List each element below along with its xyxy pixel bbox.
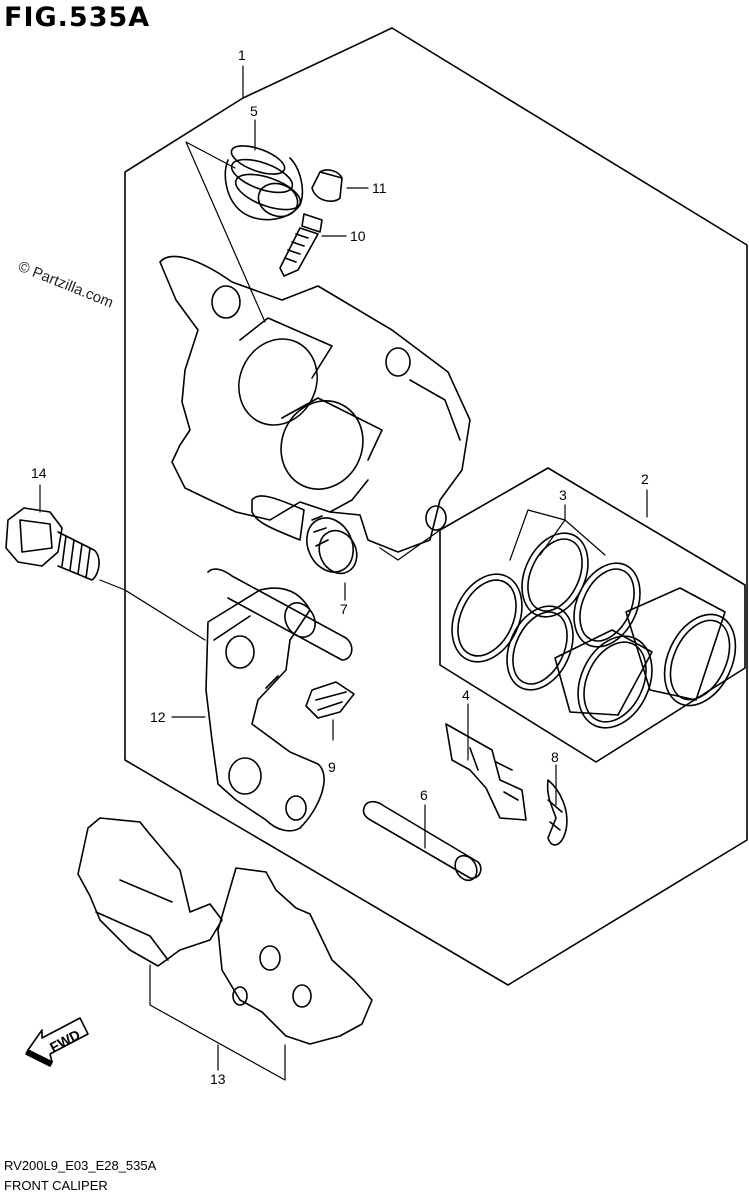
callout-14: 14	[31, 465, 47, 481]
bleeder-cap-part	[311, 169, 343, 202]
figure-title: FIG.535A	[4, 2, 151, 33]
diagram-name: FRONT CALIPER	[4, 1178, 108, 1193]
diagram-code: RV200L9_E03_E28_535A	[4, 1158, 157, 1173]
caliper-assembly-outline	[124, 27, 748, 986]
callout-8: 8	[551, 749, 559, 765]
callout-5: 5	[250, 103, 258, 119]
callout-4: 4	[462, 687, 470, 703]
callout-10: 10	[350, 228, 366, 244]
callout-9: 9	[328, 759, 336, 775]
guide-pin-part	[251, 495, 358, 575]
forward-direction-arrow: FWD	[25, 1017, 89, 1067]
callout-13: 13	[210, 1071, 226, 1087]
caliper-body	[159, 255, 471, 553]
callout-6: 6	[420, 787, 428, 803]
callout-3: 3	[559, 487, 567, 503]
piston-kit-outline	[439, 467, 746, 763]
mounting-bolt-part	[5, 507, 100, 581]
boot-part	[224, 145, 304, 221]
pad-retainer-part	[445, 723, 527, 821]
brake-pads-part	[77, 817, 373, 1045]
caliper-bracket-part	[205, 587, 325, 832]
bleeder-screw-part	[279, 213, 323, 277]
callout-2: 2	[641, 471, 649, 487]
piston-seals	[451, 532, 641, 691]
pistons	[554, 587, 737, 729]
slide-pin-part	[207, 568, 353, 661]
guide-lines	[99, 141, 441, 641]
callout-12: 12	[150, 709, 166, 725]
pad-spring-part	[305, 681, 355, 719]
callout-11: 11	[372, 180, 387, 196]
callout-7: 7	[340, 601, 348, 617]
pin-clip-part	[546, 779, 568, 846]
callout-1: 1	[238, 47, 246, 63]
leader-lines	[39, 65, 648, 1081]
pad-pin-part	[362, 800, 482, 882]
